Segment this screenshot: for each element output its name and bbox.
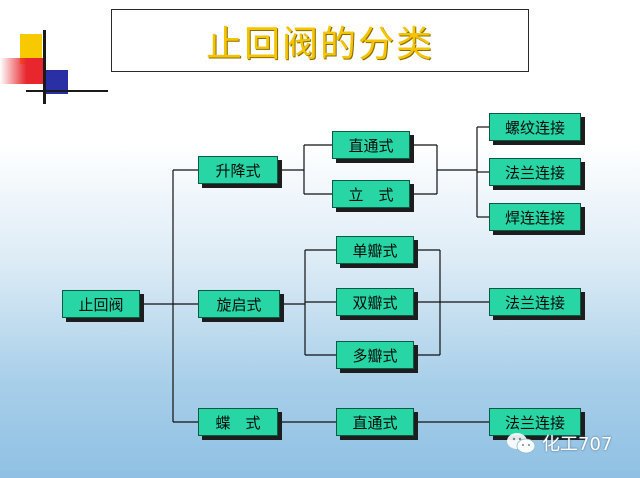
node-flanged-1: 法兰连接 [489, 158, 581, 186]
node-welded: 焊连连接 [489, 203, 581, 231]
node-vertical: 立 式 [332, 180, 410, 208]
wechat-icon [507, 433, 536, 454]
node-root: 止回阀 [62, 290, 140, 318]
watermark: 化工707 [506, 430, 612, 456]
node-butterfly: 蝶 式 [198, 408, 278, 436]
deco-red-square [0, 58, 44, 84]
node-flanged-3: 法兰连接 [489, 408, 581, 436]
watermark-text: 化工707 [542, 434, 613, 455]
deco-blue-square [46, 70, 68, 94]
page-title: 止回阀的分类 [205, 23, 434, 65]
node-flanged-2: 法兰连接 [489, 288, 581, 316]
deco-vertical-line [43, 30, 46, 104]
node-double-disc: 双瓣式 [336, 288, 414, 316]
title-box: 止回阀的分类 [111, 9, 529, 72]
deco-horizontal-line [26, 90, 108, 92]
node-lift: 升降式 [198, 156, 278, 184]
node-straight-through-2: 直通式 [336, 408, 414, 436]
node-threaded: 螺纹连接 [489, 113, 581, 141]
node-straight-through-1: 直通式 [332, 131, 410, 159]
node-single-disc: 单瓣式 [336, 236, 414, 264]
node-swing: 旋启式 [198, 290, 280, 318]
deco-yellow-square [20, 34, 42, 64]
node-multi-disc: 多瓣式 [336, 341, 414, 369]
